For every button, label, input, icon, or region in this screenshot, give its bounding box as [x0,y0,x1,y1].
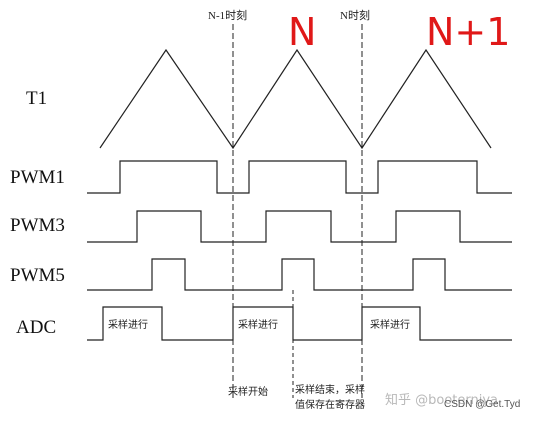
handwritten-n: N [288,10,316,54]
pwm3-waveform [87,210,512,243]
label-pwm3: PWM3 [10,215,65,236]
annotation-sampling-start: 采样开始 [228,385,268,398]
annotation-sampling-end-line1: 采样结束，采样 [295,383,365,396]
label-pwm1: PWM1 [10,167,65,188]
pwm5-waveform [87,258,512,291]
adc-waveform [87,306,512,341]
handwritten-n-plus-1: N+1 [426,10,510,54]
adc-box-1-label: 采样进行 [108,318,148,331]
annotation-sampling-end-line2: 值保存在寄存器 [295,398,365,411]
pwm1-waveform [87,160,512,194]
label-t1: T1 [26,88,47,109]
t1-triangle-wave [99,48,492,150]
adc-box-3-label: 采样进行 [370,318,410,331]
watermark-zhihu: 知乎 @booterniya [385,392,498,408]
marker-n: N时刻 [340,8,370,22]
label-adc: ADC [16,317,56,338]
watermark-csdn: CSDN @Get.Tyd [444,399,520,410]
label-pwm5: PWM5 [10,265,65,286]
marker-n-minus-1: N-1时刻 [208,8,247,22]
adc-box-2-label: 采样进行 [238,318,278,331]
